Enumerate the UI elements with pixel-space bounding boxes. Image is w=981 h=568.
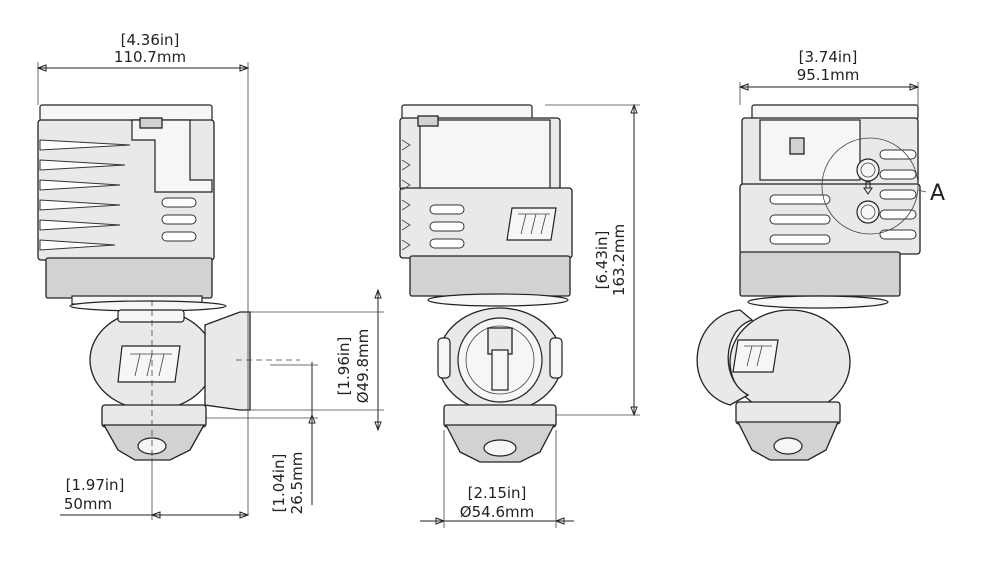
width-left-in: [4.36in] bbox=[121, 31, 180, 49]
detail-callout-label: A bbox=[930, 181, 945, 206]
outlet-drop-in: [1.04in] bbox=[270, 454, 288, 513]
center-view bbox=[399, 104, 573, 463]
dimension-lines bbox=[36, 62, 920, 528]
left-ribs bbox=[39, 139, 131, 251]
inlet-offset-mm: 50mm bbox=[64, 495, 112, 513]
outlet-drop-mm: 26.5mm bbox=[288, 452, 306, 515]
width-right-mm: 95.1mm bbox=[797, 66, 860, 84]
width-right-in: [3.74in] bbox=[799, 48, 858, 66]
tial-logo-icon bbox=[117, 345, 181, 383]
port-diameter-in: [1.96in] bbox=[335, 337, 353, 396]
port-diameter-mm: Ø49.8mm bbox=[354, 329, 372, 403]
left-view bbox=[37, 104, 251, 461]
dimension-labels: [4.36in] 110.7mm [3.74in] 95.1mm [6.43in… bbox=[64, 31, 945, 521]
upper-port-icon bbox=[856, 158, 880, 182]
arrow-down-icon bbox=[863, 181, 873, 195]
detail-circle-a bbox=[821, 137, 919, 235]
base-diameter-in: [2.15in] bbox=[468, 484, 527, 502]
right-view bbox=[696, 104, 921, 461]
height-total-in: [6.43in] bbox=[593, 231, 611, 290]
height-total-mm: 163.2mm bbox=[610, 224, 628, 296]
inlet-offset-in: [1.97in] bbox=[66, 476, 125, 494]
width-left-mm: 110.7mm bbox=[114, 48, 186, 66]
lower-port-icon bbox=[856, 200, 880, 224]
tial-logo-icon-right bbox=[732, 339, 779, 373]
tial-logo-icon-center bbox=[506, 207, 557, 241]
base-diameter-mm: Ø54.6mm bbox=[460, 503, 534, 521]
